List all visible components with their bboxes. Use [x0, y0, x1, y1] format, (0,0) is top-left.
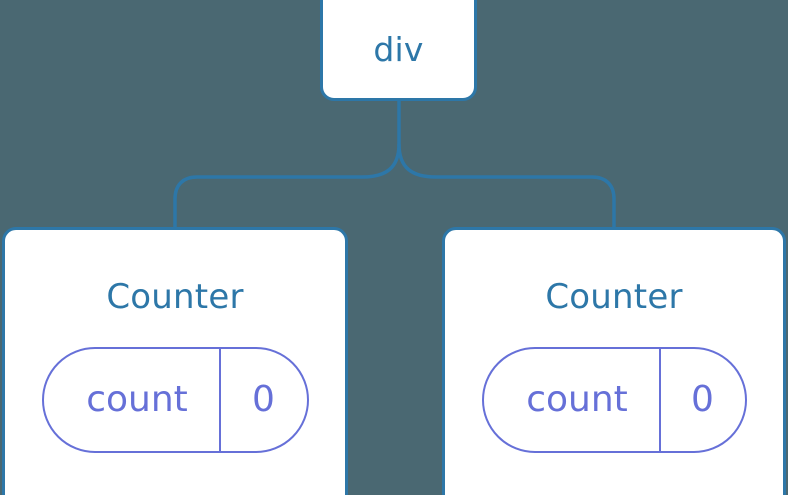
- node-div-label: div: [373, 30, 424, 69]
- state-pill-left: count 0: [41, 347, 309, 453]
- node-div[interactable]: div: [320, 0, 477, 101]
- state-key-right: count: [526, 379, 628, 420]
- connector-edge-left: [173, 143, 401, 228]
- state-key-left: count: [86, 379, 188, 420]
- connector-edge-right: [397, 143, 616, 228]
- state-value-right: 0: [658, 349, 745, 451]
- node-counter-right-label: Counter: [545, 277, 683, 317]
- node-counter-left[interactable]: Counter count 0: [2, 227, 348, 495]
- state-pill-right: count 0: [481, 347, 747, 453]
- node-counter-right[interactable]: Counter count 0: [442, 227, 786, 495]
- node-counter-left-label: Counter: [106, 277, 244, 317]
- state-value-left: 0: [218, 349, 307, 451]
